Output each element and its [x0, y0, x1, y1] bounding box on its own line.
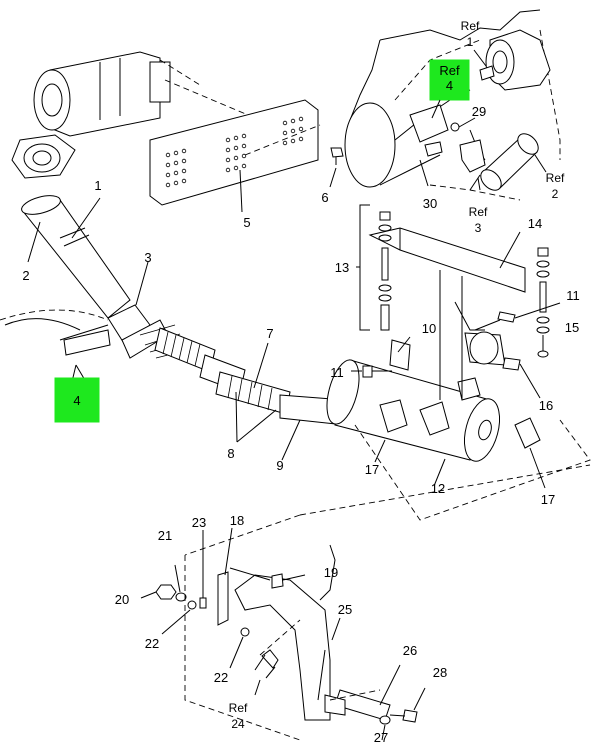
ref-24-num: 24: [231, 717, 245, 731]
callout-26: 26: [403, 643, 417, 658]
bolt-part-11-right: [474, 302, 561, 331]
heat-shield-part-5: [149, 99, 321, 213]
ref-3-word: Ref: [469, 205, 488, 219]
callout-30: 30: [423, 196, 437, 211]
callout-18: 18: [230, 513, 244, 528]
callout-1: 1: [94, 178, 101, 193]
callout-8: 8: [227, 446, 234, 461]
highlight-box-left-num-text: 4: [73, 393, 80, 408]
callout-12: 12: [431, 481, 445, 496]
callout-16: 16: [539, 398, 553, 413]
top-left-component: [11, 51, 261, 179]
ref-bracket-3: [459, 139, 486, 191]
fastener-stack-left: [378, 211, 392, 331]
callout-5: 5: [243, 215, 250, 230]
callout-29: 29: [472, 104, 486, 119]
bolt-part-6: [329, 147, 344, 188]
washer-part-22b: [229, 627, 250, 669]
callout-14: 14: [528, 216, 542, 231]
ref-pipe-part: [450, 117, 539, 191]
stud-part-23: [199, 530, 207, 609]
lower-pipe-part-25: [234, 544, 341, 721]
strap-part-4: [0, 309, 111, 356]
callout-11-left: 11: [330, 365, 344, 380]
callout-11-right: 11: [566, 288, 580, 303]
callout-22-right: 22: [214, 670, 228, 685]
bolt-part-28: [389, 687, 426, 723]
callout-17-right: 17: [541, 492, 555, 507]
muffler-part-12: [299, 339, 591, 521]
lower-dashed-box: [184, 514, 381, 741]
highlight-box-4-left[interactable]: 4: [54, 377, 100, 423]
callout-6: 6: [321, 190, 328, 205]
ref-2-word: Ref: [546, 171, 565, 185]
ref-2-num: 2: [552, 187, 559, 201]
callout-22-left: 22: [145, 636, 159, 651]
clamp-part-26: [324, 664, 401, 721]
bracket-part-14: [356, 204, 526, 400]
washer-part-21: [174, 564, 187, 602]
callout-27: 27: [374, 730, 388, 745]
callout-3: 3: [144, 250, 151, 265]
callout-21: 21: [158, 528, 172, 543]
tailpipe-part-1: [21, 195, 131, 319]
callout-23: 23: [192, 515, 206, 530]
callout-2: 2: [22, 268, 29, 283]
callout-17-left: 17: [365, 462, 379, 477]
callout-7: 7: [266, 326, 273, 341]
bolt-part-16: [502, 357, 541, 399]
ubolt-ref-24: [254, 649, 279, 696]
callout-25: 25: [338, 602, 352, 617]
washer-part-22a: [161, 600, 197, 635]
callout-28: 28: [433, 665, 447, 680]
engine-block-top-right: [344, 9, 561, 201]
washer-part-27: [379, 715, 391, 741]
callout-19: 19: [324, 565, 338, 580]
highlight-box-top-ref-text: Ref: [439, 63, 460, 78]
callout-13: 13: [335, 260, 349, 275]
highlight-box-ref-4-top[interactable]: Ref 4: [429, 59, 470, 101]
callout-9: 9: [276, 458, 283, 473]
ref-24-word: Ref: [229, 701, 248, 715]
callout-15: 15: [565, 320, 579, 335]
bracket-part-18: [217, 527, 233, 626]
bolt-part-19: [229, 567, 306, 589]
ref-3-num: 3: [475, 221, 482, 235]
ref-1-num: 1: [467, 35, 474, 49]
fastener-stack-right: [536, 247, 550, 358]
highlight-box-top-num-text: 4: [446, 78, 453, 93]
ref-1-word: Ref: [461, 19, 480, 33]
callout-20: 20: [115, 592, 129, 607]
nut-part-20: [140, 584, 177, 600]
callout-10: 10: [422, 321, 436, 336]
bolt-part-11-left: [351, 336, 411, 378]
clamp-part-10: [464, 331, 506, 366]
